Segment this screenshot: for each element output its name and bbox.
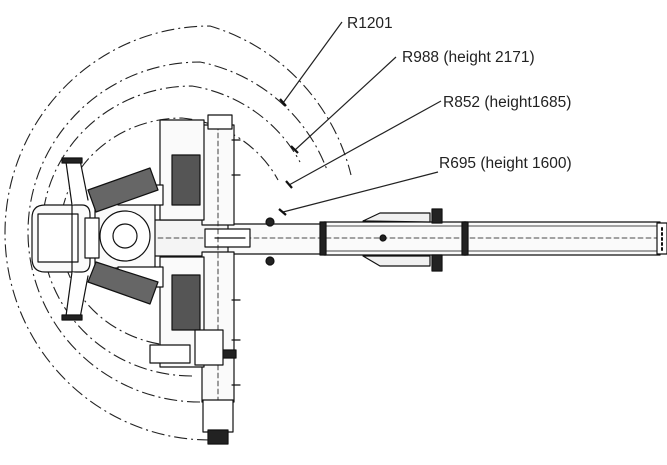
tick-r988 [290,145,299,154]
cab [31,204,100,273]
leader-r988 [294,56,397,151]
leader-r852 [288,100,442,186]
leader-r695 [282,171,439,213]
leader-r1201 [282,21,343,104]
front-stabilizers [61,157,89,321]
main-boom [149,217,661,266]
circle-r988 [27,61,328,403]
label-r1201: R1201 [347,15,393,32]
leader-ticks [278,98,299,216]
outrigger-beams [199,114,241,445]
tick-r695 [278,208,287,216]
machine-top-view [31,114,667,445]
label-r852: R852 (height1685) [443,94,571,111]
tracks [87,167,159,305]
tick-r1201 [279,98,287,107]
label-r988: R988 (height 2171) [402,49,535,66]
label-r695: R695 (height 1600) [439,155,572,172]
rear-frame [149,119,224,368]
circle-r1201 [4,25,352,441]
boom-brackets [362,208,443,272]
boom-tip [656,222,667,255]
circle-r852 [41,85,301,377]
leader-lines [282,21,442,213]
tick-r852 [285,180,293,189]
